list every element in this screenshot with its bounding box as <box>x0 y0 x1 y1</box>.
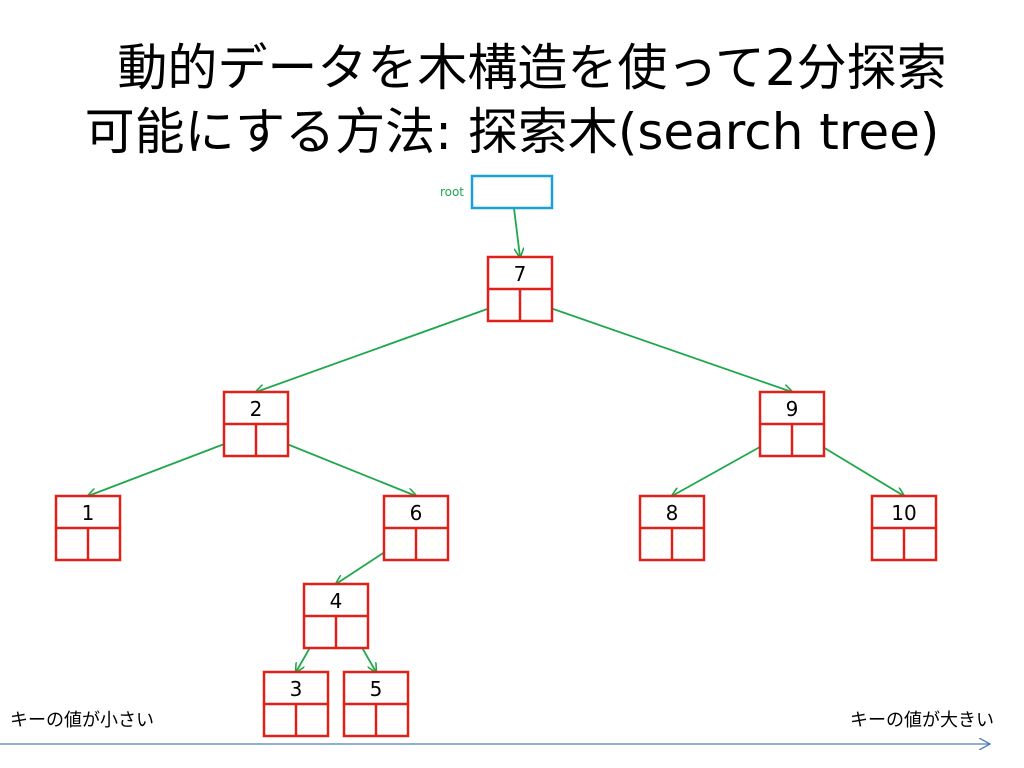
node-key-label: 10 <box>891 501 916 525</box>
slide-title-line-2: 可能にする方法: 探索木(search tree) <box>84 103 940 161</box>
node-key-label: 9 <box>786 397 799 421</box>
edge-n9-to-n8 <box>672 437 777 496</box>
node-key-label: 7 <box>514 262 527 286</box>
slide-title-line-1: 動的データを木構造を使って2分探索 <box>117 39 947 97</box>
node-key-label: 3 <box>290 677 303 701</box>
tree-node-9: 9 <box>758 390 826 458</box>
axis-label-large-keys: キーの値が大きい <box>850 710 994 731</box>
tree-node-4: 4 <box>302 582 370 650</box>
tree-node-3: 3 <box>262 670 330 738</box>
edge-n2-to-n6 <box>271 437 416 496</box>
tree-node-1: 1 <box>54 494 122 562</box>
tree-node-6: 6 <box>382 494 450 562</box>
node-key-label: 6 <box>410 501 423 525</box>
tree-node-5: 5 <box>342 670 410 738</box>
axis-label-small-keys: キーの値が小さい <box>10 710 154 731</box>
edge-n7-to-n2 <box>256 302 505 392</box>
node-key-label: 1 <box>82 501 95 525</box>
node-key-label: 4 <box>330 589 343 613</box>
root-label: root <box>440 185 464 199</box>
root-pointer: root <box>440 174 554 210</box>
tree-node-10: 10 <box>870 494 938 562</box>
node-key-label: 5 <box>370 677 383 701</box>
tree-node-2: 2 <box>222 390 290 458</box>
node-key-label: 8 <box>666 501 679 525</box>
tree-node-7: 7 <box>486 255 554 323</box>
node-key-label: 2 <box>250 397 263 421</box>
root-box <box>470 174 554 210</box>
tree-node-8: 8 <box>638 494 706 562</box>
edge-n2-to-n1 <box>88 437 241 496</box>
edge-n7-to-n9 <box>535 302 792 392</box>
